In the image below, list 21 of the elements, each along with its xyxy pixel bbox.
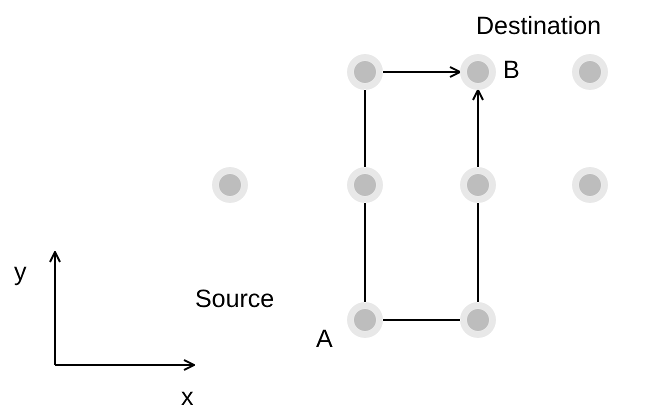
point-caption: Source — [195, 285, 274, 313]
line — [383, 319, 460, 321]
grid-point — [460, 54, 496, 90]
grid-point — [572, 54, 608, 90]
point-letter: B — [503, 56, 520, 84]
grid-point — [212, 167, 248, 203]
grid-point — [347, 54, 383, 90]
arrow — [472, 89, 484, 167]
grid-point — [347, 167, 383, 203]
grid-point — [460, 302, 496, 338]
grid-point — [347, 302, 383, 338]
line — [364, 203, 366, 302]
point-caption: Destination — [476, 12, 602, 40]
axis-label: y — [14, 258, 26, 286]
line — [364, 90, 366, 167]
point-letter: A — [316, 325, 333, 353]
grid-point — [460, 167, 496, 203]
axis-label: x — [181, 383, 194, 410]
grid-point — [572, 167, 608, 203]
arrow — [383, 66, 461, 78]
line — [477, 203, 479, 302]
